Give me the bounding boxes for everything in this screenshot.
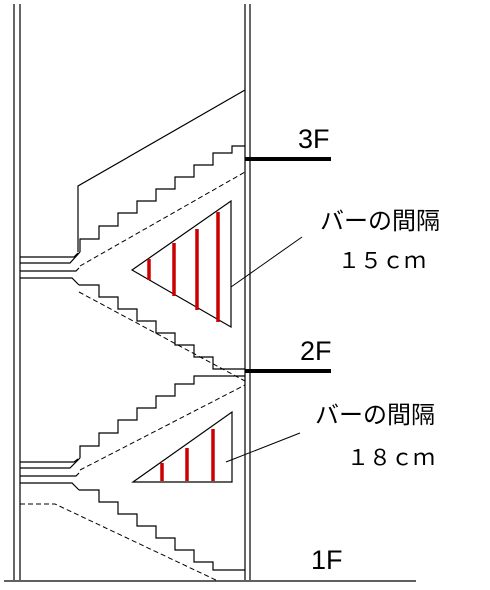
floor-label-1f: 1F	[311, 545, 343, 575]
upper-flight-a	[79, 145, 245, 252]
floor-label-2f: 2F	[300, 336, 332, 366]
right-wall	[244, 4, 251, 580]
lower-flight-b	[79, 489, 245, 571]
upper-bar-interval-value: １５ｃｍ	[338, 248, 426, 273]
left-wall	[13, 4, 21, 580]
lower-bars	[160, 429, 215, 481]
upper-callout-leader	[230, 236, 303, 288]
lower-landing	[20, 457, 81, 491]
lower-bar-interval-label: バーの間隔	[315, 402, 435, 429]
lower-callout-leader	[225, 432, 301, 463]
upper-landing	[20, 251, 81, 286]
floor-label-3f: 3F	[298, 124, 330, 154]
upper-flight-b-underside	[78, 291, 246, 382]
upper-triangle-opening	[130, 199, 232, 329]
lower-flight-a	[79, 375, 245, 458]
lower-bar-interval-value: １８ｃｍ	[347, 445, 435, 470]
lower-flight-b-underside	[20, 503, 219, 582]
upper-bars	[147, 212, 220, 322]
lower-flight-a-underside	[79, 384, 246, 471]
upper-flight-b	[79, 284, 245, 370]
upper-bar-interval-label: バーの間隔	[320, 208, 440, 235]
upper-flight-a-underside	[79, 171, 246, 267]
upper-railing	[77, 89, 246, 252]
lower-triangle-opening	[131, 410, 233, 483]
